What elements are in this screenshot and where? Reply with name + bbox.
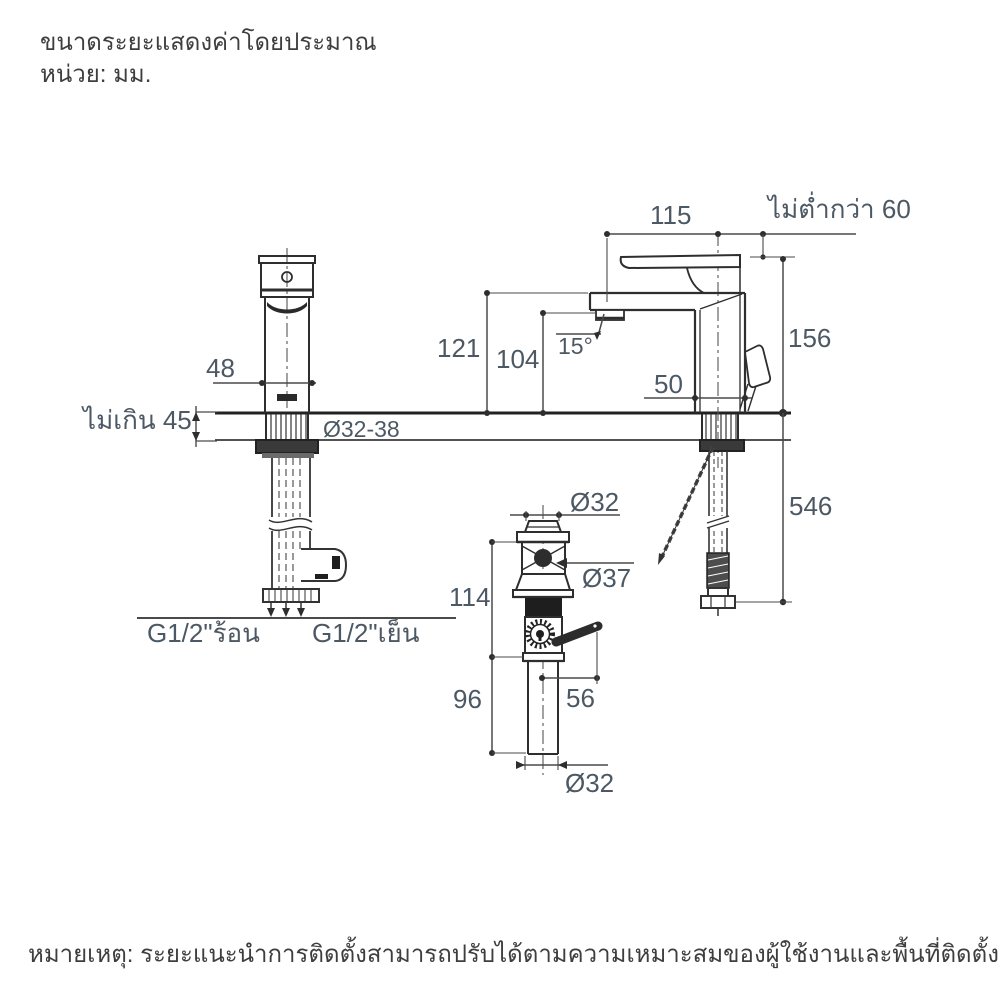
dim-stream-angle: 15° <box>558 333 593 359</box>
left-faucet-front-view <box>255 248 319 458</box>
dim-drain-lower-height: 96 <box>453 684 482 714</box>
dimension-lines <box>192 231 856 770</box>
label-hot-supply: G1/2"ร้อน <box>147 618 260 648</box>
dim-body-width: 48 <box>206 353 235 383</box>
dim-drain-lever-reach: 56 <box>566 683 595 713</box>
left-supply-hoses <box>137 458 456 619</box>
dim-hose-length: 546 <box>789 491 833 521</box>
dim-counter-thickness: ไม่เกิน 45 <box>83 405 192 435</box>
dim-drain-flange-diameter: Ø37 <box>582 563 632 593</box>
dim-drain-cap-diameter: Ø32 <box>570 487 620 517</box>
drain-assembly <box>512 505 603 775</box>
right-faucet-side-view <box>588 232 772 468</box>
dim-min-clearance: ไม่ต่ำกว่า 60 <box>768 194 911 224</box>
approx-note-text: ขนาดระยะแสดงค่าโดยประมาณ <box>40 29 377 56</box>
dim-mounting-hole: Ø32-38 <box>323 416 400 442</box>
unit-note-text: หน่วย: มม. <box>40 61 152 88</box>
right-supply-hose <box>700 451 736 616</box>
drain-lift-rod <box>658 446 715 565</box>
dim-faucet-height: 156 <box>788 323 832 353</box>
dim-spout-top-height: 121 <box>437 333 481 363</box>
dim-spout-reach: 115 <box>650 200 692 230</box>
label-cold-supply: G1/2"เย็น <box>312 618 420 648</box>
dim-body-depth: 50 <box>654 369 683 399</box>
dim-outlet-height: 104 <box>496 344 540 374</box>
dim-tailpipe-diameter: Ø32 <box>565 768 615 798</box>
dim-drain-upper-height: 114 <box>449 582 491 612</box>
installation-note-text: หมายเหตุ: ระยะแนะนำการติดตั้งสามารถปรับไ… <box>28 941 999 968</box>
